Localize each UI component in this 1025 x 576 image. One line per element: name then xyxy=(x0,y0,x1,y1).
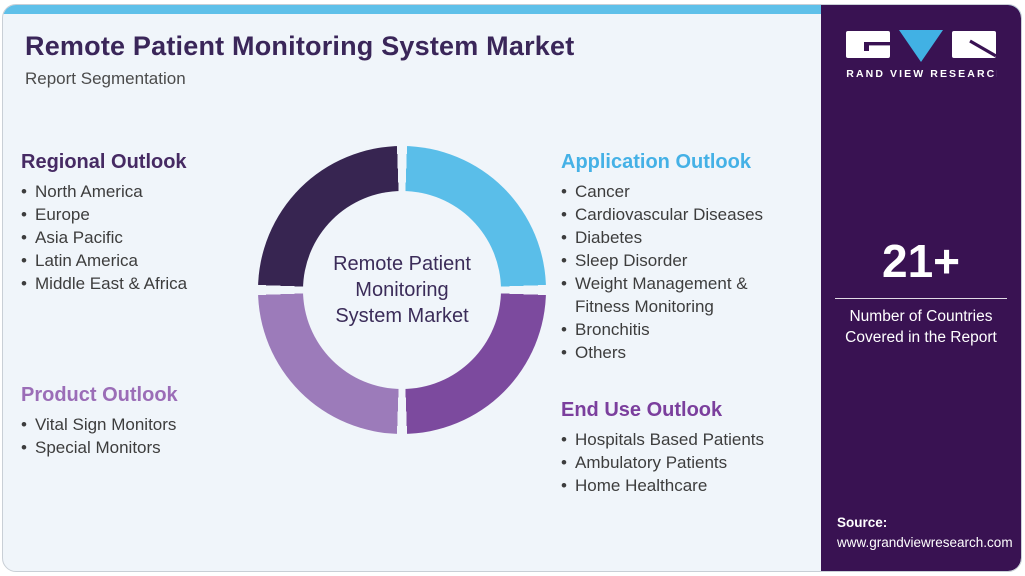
section-heading: Product Outlook xyxy=(21,384,178,406)
list-item: Diabetes xyxy=(561,226,783,249)
stat-value: 21+ xyxy=(881,235,961,287)
bullet-list: CancerCardiovascular DiseasesDiabetesSle… xyxy=(561,180,783,364)
list-item: Cancer xyxy=(561,180,783,203)
section-heading: Application Outlook xyxy=(561,151,751,173)
section-end-use-outlook: End Use Outlook Hospitals Based Patients… xyxy=(561,399,801,497)
page-card: Remote Patient Monitoring System Market … xyxy=(2,4,1022,572)
top-accent-bar xyxy=(3,5,1021,14)
section-regional-outlook: Regional Outlook North AmericaEuropeAsia… xyxy=(21,151,261,295)
list-item: Middle East & Africa xyxy=(21,272,261,295)
donut-center-text: Remote Patient Monitoring System Market xyxy=(333,251,471,329)
list-item: Weight Management & Fitness Monitoring xyxy=(561,272,783,318)
gvr-logo-icon: GRAND VIEW RESEARCH xyxy=(845,30,997,80)
stat-label: Number of Countries Covered in the Repor… xyxy=(845,308,997,346)
donut-hole: Remote Patient Monitoring System Market xyxy=(303,191,501,389)
header: Remote Patient Monitoring System Market … xyxy=(25,31,574,89)
list-item: Sleep Disorder xyxy=(561,249,783,272)
list-item: Vital Sign Monitors xyxy=(21,413,261,436)
list-item: Home Healthcare xyxy=(561,474,801,497)
logo-g-icon xyxy=(846,31,890,58)
source-block: Source: www.grandviewresearch.com xyxy=(837,513,1013,553)
donut-chart: Remote Patient Monitoring System Market xyxy=(258,146,546,434)
list-item: Asia Pacific xyxy=(21,226,261,249)
logo-v-icon xyxy=(899,30,943,62)
source-label: Source: xyxy=(837,515,888,530)
section-heading: End Use Outlook xyxy=(561,399,723,421)
list-item: Bronchitis xyxy=(561,318,783,341)
page-title: Remote Patient Monitoring System Market xyxy=(25,31,575,61)
donut-center-line: Monitoring xyxy=(355,279,449,301)
section-application-outlook: Application Outlook CancerCardiovascular… xyxy=(561,151,783,364)
list-item: Cardiovascular Diseases xyxy=(561,203,783,226)
donut-center-line: Remote Patient xyxy=(333,253,471,275)
list-item: North America xyxy=(21,180,261,203)
countries-stat: 21+ Number of Countries Covered in the R… xyxy=(821,235,1021,348)
list-item: Europe xyxy=(21,203,261,226)
section-heading: Regional Outlook xyxy=(21,151,187,173)
section-product-outlook: Product Outlook Vital Sign MonitorsSpeci… xyxy=(21,384,261,459)
bullet-list: North AmericaEuropeAsia PacificLatin Ame… xyxy=(21,180,261,295)
logo-r-icon xyxy=(952,31,997,58)
list-item: Hospitals Based Patients xyxy=(561,428,801,451)
brand-name: GRAND VIEW RESEARCH xyxy=(845,68,997,80)
list-item: Ambulatory Patients xyxy=(561,451,801,474)
list-item: Special Monitors xyxy=(21,436,261,459)
donut-center-line: System Market xyxy=(335,305,469,327)
page-subtitle: Report Segmentation xyxy=(25,69,186,88)
list-item: Latin America xyxy=(21,249,261,272)
list-item: Others xyxy=(561,341,783,364)
sidebar: GRAND VIEW RESEARCH 21+ Number of Countr… xyxy=(821,5,1021,571)
source-url: www.grandviewresearch.com xyxy=(837,535,1013,550)
stat-divider xyxy=(835,298,1007,299)
bullet-list: Vital Sign MonitorsSpecial Monitors xyxy=(21,413,261,459)
bullet-list: Hospitals Based PatientsAmbulatory Patie… xyxy=(561,428,801,497)
